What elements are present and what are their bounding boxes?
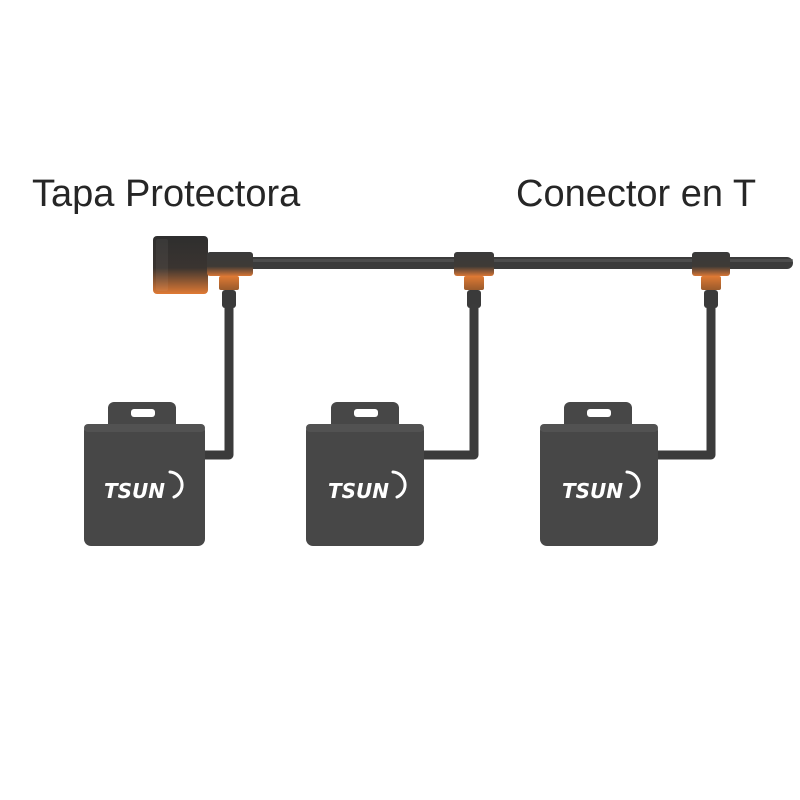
- drop-cable-2: [416, 303, 479, 460]
- inverter-1-brand: TSUN: [104, 479, 165, 503]
- inverter-2-brand: TSUN: [328, 479, 389, 503]
- protective-cap: [153, 236, 208, 294]
- drop-cable-3: [650, 303, 716, 460]
- tsun-logo-3: TSUN: [562, 470, 641, 503]
- t-connector-2: [454, 252, 494, 308]
- tsun-logo-1: TSUN: [104, 470, 184, 503]
- t-connector-label: Conector en T: [516, 173, 756, 215]
- inverter-3: TSUN: [540, 402, 658, 546]
- trunk-cable: [205, 257, 793, 269]
- tsun-logo-2: TSUN: [328, 470, 407, 503]
- protective-cap-label: Tapa Protectora: [32, 173, 301, 215]
- inverter-2: TSUN: [306, 402, 424, 546]
- t-connector-1: [207, 252, 253, 308]
- drop-cable-1: [198, 303, 234, 460]
- inverter-3-brand: TSUN: [562, 479, 623, 503]
- inverter-1: TSUN: [84, 402, 205, 546]
- t-connector-3: [692, 252, 730, 308]
